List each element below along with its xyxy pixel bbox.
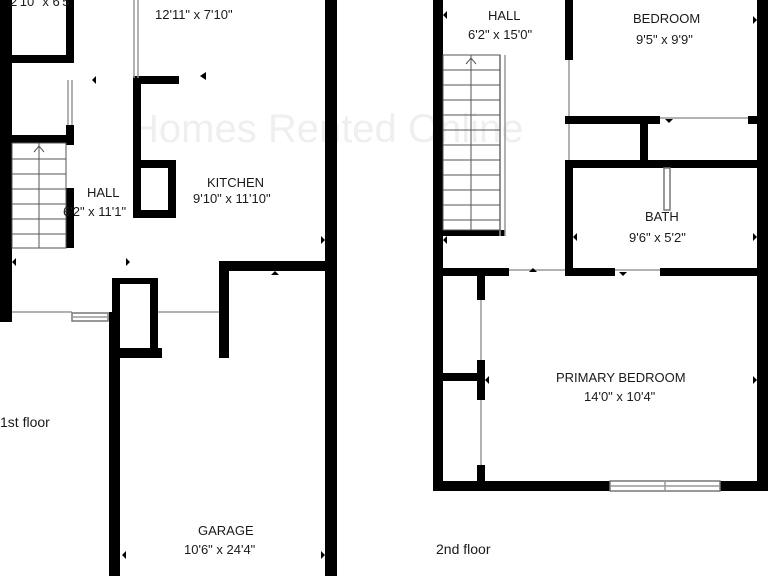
- kitchen-name: KITCHEN: [207, 175, 264, 190]
- second-floor-labels: HALL 6'2" x 15'0" BEDROOM 9'5" x 9'9" BA…: [436, 8, 700, 557]
- first-floor-markers: [12, 72, 325, 559]
- second-floor-plan: [433, 0, 768, 491]
- bath-name: BATH: [645, 209, 679, 224]
- top-left-room-dims: 2'10" x 6'5": [10, 0, 74, 9]
- second-floor-label: 2nd floor: [436, 541, 491, 557]
- hall-1-name: HALL: [87, 185, 120, 200]
- kitchen-dims: 9'10" x 11'10": [193, 191, 271, 206]
- first-floor-plan: [0, 0, 337, 576]
- garage-name: GARAGE: [198, 523, 254, 538]
- first-floor-labels: 2'10" x 6'5" 12'11" x 7'10" HALL 6'2" x …: [0, 0, 271, 557]
- hall-1-dims: 6'2" x 11'1": [63, 204, 126, 219]
- living-dims: 12'11" x 7'10": [155, 7, 233, 22]
- first-floor-stairs: [11, 142, 67, 249]
- primary-bedroom-name: PRIMARY BEDROOM: [556, 370, 686, 385]
- hall-2-dims: 6'2" x 15'0": [468, 27, 532, 42]
- second-floor-markers: [443, 11, 757, 384]
- garage-dims: 10'6" x 24'4": [184, 542, 256, 557]
- second-floor-stairs: [442, 54, 501, 231]
- primary-bedroom-dims: 14'0" x 10'4": [584, 389, 656, 404]
- bedroom-name: BEDROOM: [633, 11, 700, 26]
- first-floor-label: 1st floor: [0, 414, 50, 430]
- bath-dims: 9'6" x 5'2": [629, 230, 686, 245]
- first-floor-openings: [12, 0, 219, 322]
- hall-2-name: HALL: [488, 8, 521, 23]
- bedroom-dims: 9'5" x 9'9": [636, 32, 693, 47]
